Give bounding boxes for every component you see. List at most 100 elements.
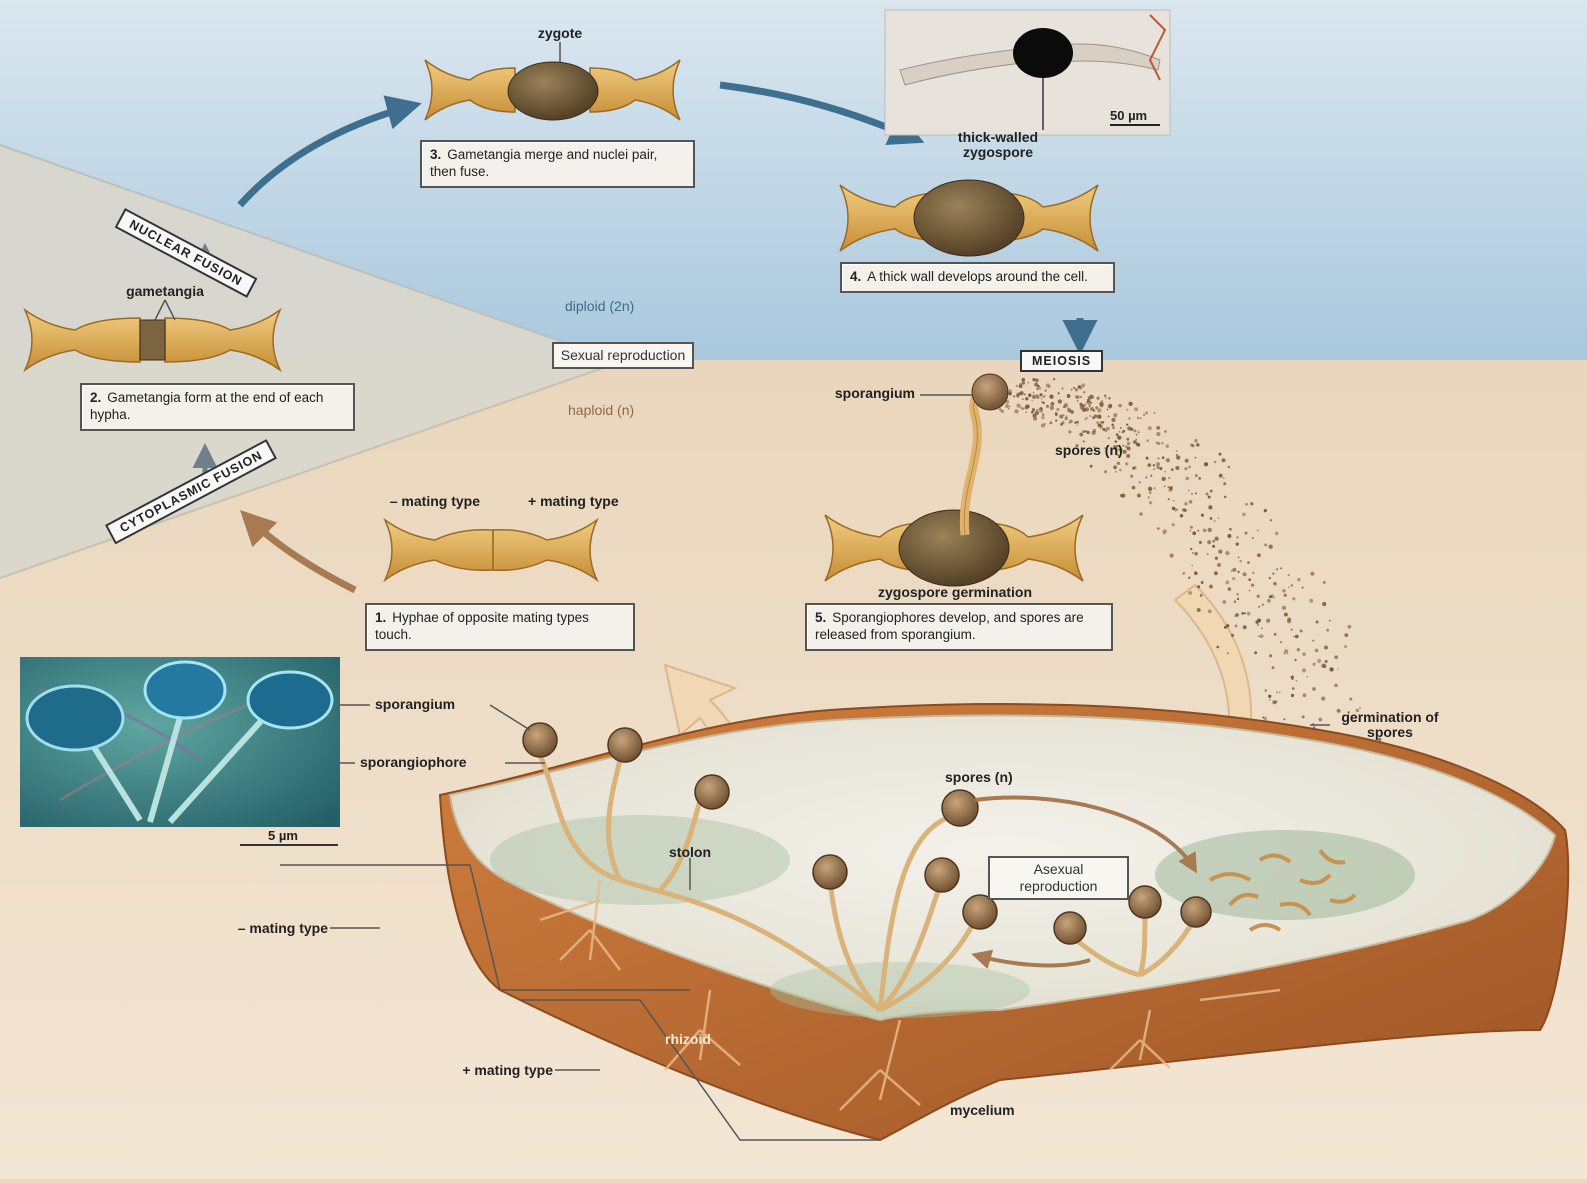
spore-dot: [1089, 405, 1091, 407]
step-5-box: 5.Sporangiophores develop, and spores ar…: [805, 603, 1113, 651]
spore-dot: [1134, 429, 1137, 432]
spore-dot: [1312, 663, 1315, 666]
spore-dot: [1185, 477, 1189, 481]
spore-dot: [1189, 530, 1191, 532]
scale-bar-50um: 50 µm: [1110, 108, 1147, 123]
spore-dot: [1112, 426, 1115, 429]
spore-dot: [1143, 414, 1145, 416]
spore-dot: [1137, 494, 1141, 498]
spore-dot: [1228, 587, 1232, 591]
spore-dot: [1127, 442, 1131, 446]
spore-dot: [1139, 512, 1142, 515]
spore-dot: [1191, 564, 1193, 566]
spore-dot: [1149, 491, 1152, 494]
spore-dot: [1018, 392, 1021, 395]
spore-dot: [1194, 571, 1198, 575]
spore-dot: [1184, 502, 1187, 505]
spore-dot: [1134, 407, 1138, 411]
spore-dot: [1254, 651, 1257, 654]
step-1-box: 1.Hyphae of opposite mating types touch.: [365, 603, 635, 651]
spore-dot: [1156, 462, 1160, 466]
spore-dot: [1287, 618, 1291, 622]
spore-dot: [1257, 624, 1259, 626]
sporangium-photo-label: sporangium: [375, 697, 455, 712]
spore-dot: [1053, 378, 1055, 380]
spore-dot: [1042, 396, 1044, 398]
spore-dot: [1148, 496, 1150, 498]
spore-dot: [1225, 581, 1229, 585]
spore-dot: [1214, 461, 1216, 463]
spore-dot: [1322, 602, 1326, 606]
spore-dot: [1164, 430, 1167, 433]
spore-dot: [1258, 606, 1260, 608]
spore-dot: [1318, 718, 1322, 722]
spore-dot: [1252, 572, 1254, 574]
spore-dot: [1077, 425, 1079, 427]
spore-dot: [1058, 392, 1060, 394]
step-2-text: Gametangia form at the end of each hypha…: [90, 390, 323, 422]
spore-dot: [1188, 591, 1192, 595]
spore-dot: [1042, 413, 1044, 415]
spore-dot: [1275, 583, 1277, 585]
spore-dot: [1222, 600, 1226, 604]
spore-dot: [1071, 389, 1073, 391]
spore-dot: [1219, 474, 1223, 478]
spore-dot: [1207, 553, 1209, 555]
spore-dot: [1208, 505, 1212, 509]
spore-dot: [1197, 530, 1199, 532]
spore-dot: [1117, 462, 1120, 465]
step-1-number: 1.: [375, 610, 386, 625]
spore-dot: [1173, 500, 1175, 502]
spore-dot: [1164, 471, 1166, 473]
zygospore-germination-label: zygospore germination: [878, 585, 1032, 600]
spore-dot: [1344, 645, 1347, 648]
spore-dot: [1208, 528, 1212, 532]
spore-dot: [1111, 418, 1115, 422]
spore-dot: [1136, 434, 1138, 436]
spore-dot: [1218, 517, 1220, 519]
spore-dot: [1146, 439, 1149, 442]
spore-dot: [1227, 534, 1231, 538]
spore-dot: [1326, 629, 1329, 632]
spore-dot: [1033, 392, 1035, 394]
rhizoid-label: rhizoid: [665, 1032, 711, 1047]
spore-dot: [1199, 541, 1202, 544]
spore-dot: [1083, 391, 1085, 393]
step-3-number: 3.: [430, 147, 441, 162]
spore-dot: [1125, 446, 1127, 448]
spore-dot: [1276, 568, 1278, 570]
minus-mating-type-bottom: – mating type: [238, 921, 328, 936]
spore-dot: [1104, 470, 1107, 473]
spore-dot: [1163, 529, 1167, 533]
spore-dot: [1273, 597, 1275, 599]
spore-dot: [1215, 557, 1218, 560]
spore-dot: [1041, 416, 1044, 419]
step-3-text: Gametangia merge and nuclei pair, then f…: [430, 147, 657, 179]
spore-dot: [1136, 443, 1139, 446]
germination-of-spores-label: germination of spores: [1330, 710, 1450, 741]
spore-dot: [1168, 498, 1170, 500]
spore-dot: [1168, 486, 1170, 488]
spore-dot: [1276, 691, 1278, 693]
step-4-box: 4.A thick wall develops around the cell.: [840, 262, 1115, 293]
spore-dot: [1096, 421, 1098, 423]
spore-dot: [1068, 422, 1070, 424]
spore-dot: [1190, 444, 1193, 447]
spore-dot: [1293, 636, 1295, 638]
spore-dot: [1272, 700, 1276, 704]
spore-dot: [1264, 689, 1266, 691]
spore-dot: [1039, 393, 1042, 396]
spore-dot: [1237, 571, 1239, 573]
spore-dot: [1067, 407, 1069, 409]
spore-dot: [1067, 394, 1069, 396]
spore-dot: [1309, 599, 1313, 603]
spore-dot: [1168, 477, 1170, 479]
spore-dot: [1229, 528, 1232, 531]
spore-dot: [1046, 383, 1050, 387]
spore-dot: [1217, 563, 1221, 567]
spore-dot: [1049, 394, 1053, 398]
spore-dot: [1062, 421, 1065, 424]
spore-dot: [1148, 487, 1152, 491]
spore-dot: [1224, 496, 1227, 499]
